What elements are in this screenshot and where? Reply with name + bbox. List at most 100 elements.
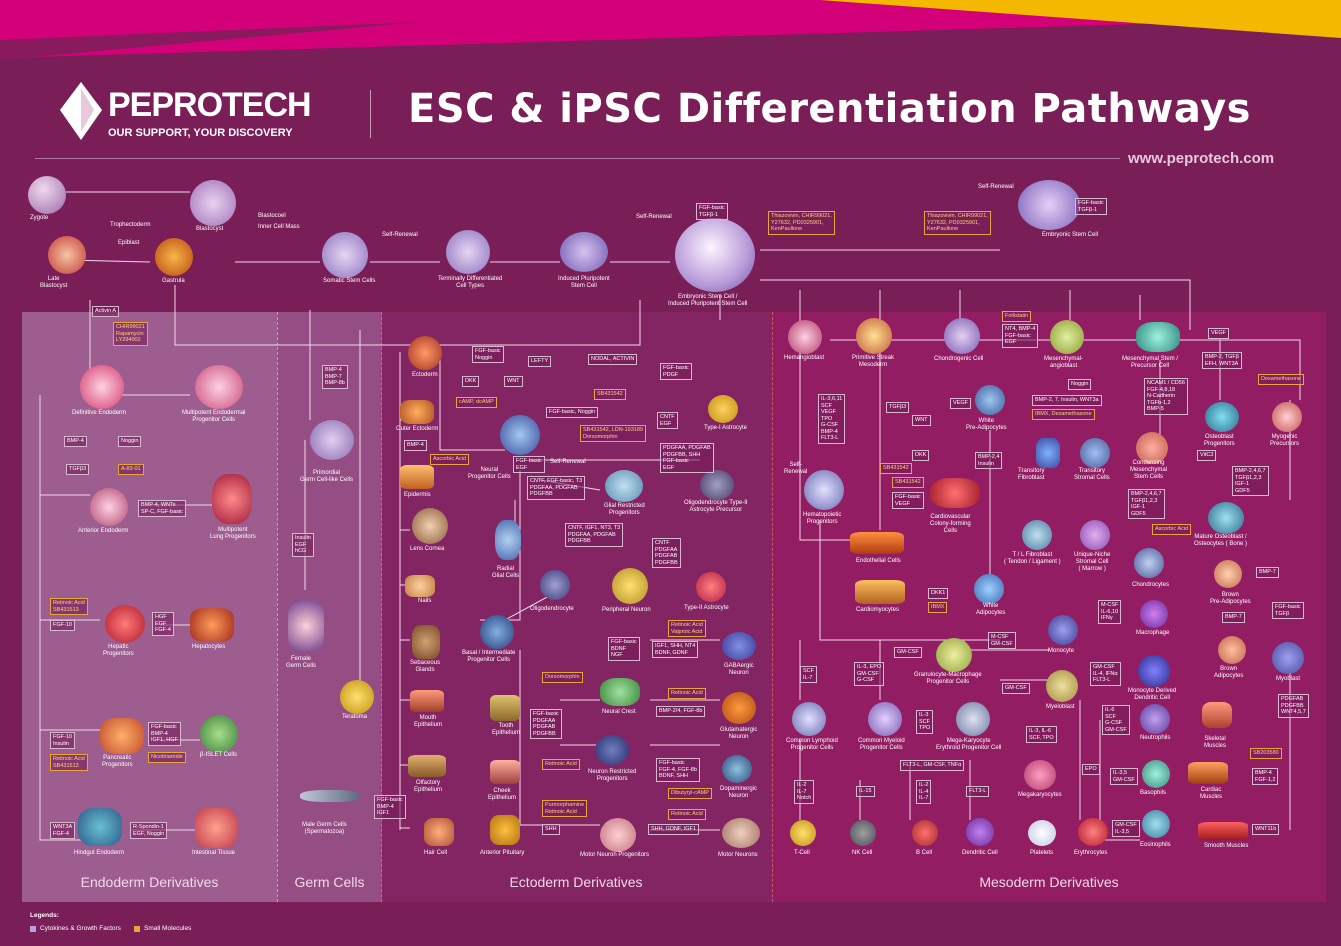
- factor-pdgf3: CNTF PDGFAA PDGFAB PDGFBB: [652, 538, 681, 568]
- label-niche: Unique-Niche Stromal Cell ( Marrow ): [1074, 552, 1111, 572]
- definitive-endoderm-cell: [80, 365, 124, 409]
- factor-glial: CNTF, FGF-basic, T3 PDGFAA, PDGFAB PDGFB…: [527, 476, 586, 500]
- label-primordial: Primordial Germ Cell-like Cells: [300, 470, 354, 483]
- hemangioblast-cell: [788, 320, 822, 354]
- somatic-stem-cells: [322, 232, 368, 278]
- dopaminergic-cell: [722, 755, 752, 783]
- neuron-restricted-cell: [595, 735, 629, 765]
- label-platelets: Platelets: [1030, 850, 1054, 856]
- dendritic-mono-cell: [1138, 655, 1170, 687]
- molecule-ra-valproic: Retinoic Acid Valproic Acid: [668, 620, 706, 637]
- factor-fgf-basic: FGF-basic BMP-4 IGF1, HGF: [148, 722, 181, 746]
- label-somatic: Somatic Stem Cells: [323, 278, 376, 284]
- basal-progenitor-cell: [480, 615, 514, 649]
- label-myoblast: Myoblast: [1276, 676, 1301, 682]
- factor-vegf2: VEGF: [950, 398, 971, 409]
- bcell-cell: [912, 820, 938, 846]
- factor-bmp24: BMP-2/4, FGF-8b: [656, 706, 706, 717]
- label-multipotent: Multipotent Endodermal Progenitor Cells: [182, 410, 246, 423]
- outer-ectoderm-cell: [400, 400, 434, 424]
- label-radial: Radial Glial Cells: [492, 566, 520, 579]
- molecule-sb2-meso: SB431542: [892, 477, 924, 488]
- label-oligodendrocyte: Oligodendrocyte: [530, 606, 574, 612]
- factor-lefty: LEFTY: [528, 356, 552, 367]
- section-title-endoderm: Endoderm Derivatives: [80, 874, 219, 890]
- label-condensing: Condensing Mesenchymal Stem Cells: [1130, 460, 1168, 480]
- sebaceous-cell: [412, 625, 440, 659]
- mouth-cell: [410, 690, 444, 712]
- tcell-cell: [790, 820, 816, 846]
- late-blastocyst-cell: [48, 236, 86, 274]
- smooth-muscle-cell: [1198, 822, 1248, 840]
- legend-title: Legends:: [30, 912, 59, 919]
- pituitary-cell: [490, 815, 520, 845]
- label-msc: Mesenchymal Stem / Precursor Cell: [1122, 356, 1179, 369]
- header-banner: [0, 0, 1341, 60]
- label-dopa: Dopaminergic Neuron: [720, 786, 758, 799]
- label-epiblast: Epiblast: [118, 240, 140, 246]
- type2-astrocyte-cell: [696, 572, 726, 602]
- oligodendrocyte-cell: [540, 570, 570, 600]
- factor-fgf-tgfb: FGF-basic TGFβ: [1272, 602, 1304, 619]
- website-link[interactable]: www.peprotech.com: [1128, 150, 1275, 167]
- eosinophil-cell: [1142, 810, 1170, 838]
- factor-flt3: FLT3-L, GM-CSF, TNFα: [900, 760, 965, 771]
- factor-wnt: WNT3A FGF-4: [50, 822, 76, 839]
- lymphoid-cell: [792, 702, 826, 736]
- olfactory-cell: [408, 755, 446, 777]
- molecule-ascorbic: Ascorbic Acid: [430, 454, 470, 465]
- label-oligo-prec: Oligodendrocyte Type-II Astrocyte Precur…: [684, 500, 748, 513]
- label-self-meso: Self- Renewal: [784, 462, 808, 475]
- label-type1: Type-I Astrocyte: [704, 425, 748, 431]
- factor-cntf2: CNTF, IGF1, NT3, T3 PDGFAA, PDGFAB PDGFB…: [565, 523, 624, 547]
- label-tcell: T-Cell: [794, 850, 810, 856]
- trans-fib-cell: [1036, 438, 1060, 468]
- factor-nodal: NODAL, ACTIVIN: [588, 354, 638, 365]
- label-lens: Lens Cornea: [410, 546, 445, 552]
- label-glut: Glutamatergic Neuron: [720, 727, 758, 740]
- molecule-ra4: Retinoic Acid: [668, 809, 706, 820]
- anterior-endoderm-cell: [90, 488, 128, 526]
- label-lymphoid: Common Lymphoid Progenitor Cells: [786, 738, 838, 751]
- terminal-cells: [446, 230, 490, 274]
- factor-fgf-pdgf: FGF-basic PDGF: [660, 363, 692, 380]
- label-basal: Basal / Intermediate Progenitor Cells: [462, 650, 516, 663]
- msc-cell: [1136, 322, 1180, 352]
- factor-anterior: BMP-4, WNTs SP-C, FGF-basic: [138, 500, 186, 517]
- label-mature-osteo: Mature Osteoblast / Osteocytes ( Bone ): [1194, 534, 1248, 547]
- label-outer: Outer Ectoderm: [396, 426, 439, 432]
- label-brown: Brown Adipocytes: [1214, 666, 1244, 679]
- factor-bmp4: BMP-4: [64, 436, 87, 447]
- factor-il7: IL-2 IL-7 Notch: [794, 780, 815, 804]
- label-nk: NK Cell: [852, 850, 873, 856]
- label-peripheral: Peripheral Neuron: [602, 607, 651, 613]
- molecule-thiazovivin-right: Thiazovivin, CHIR99021, Y27632, PD032590…: [924, 211, 991, 235]
- label-hepatocytes: Hepatocytes: [192, 644, 226, 650]
- factor-shh: SHH: [542, 824, 560, 835]
- factor-hgf: HGF EGF FGF-4: [152, 612, 174, 636]
- label-hemato: Hematopoietic Progenitors: [803, 512, 842, 525]
- factor-bmp2: BMP-2, TGFβ EFH, WNT3A: [1202, 352, 1242, 369]
- factor-noggin: Noggin: [118, 436, 142, 447]
- molecule-nicotinamide: Nicotinamide: [148, 752, 186, 763]
- female-germ-cell: [288, 600, 324, 652]
- label-eosinophils: Eosinophils: [1140, 842, 1171, 848]
- factor-noggin-meso: Noggin: [1068, 379, 1092, 390]
- label-esc-right: Embryonic Stem Cell: [1042, 232, 1099, 238]
- molecule-ibmx2: IBMX: [928, 602, 948, 613]
- factor-fgf-noggin: FGF-basic Noggin: [472, 346, 504, 363]
- peprotech-logo-icon: [60, 82, 102, 140]
- label-white-pre: White Pre-Adipocytes: [966, 418, 1007, 431]
- label-cardiac: Cardiac Muscles: [1200, 787, 1223, 800]
- label-smooth: Smooth Muscles: [1204, 843, 1249, 849]
- factor-scf: SCF IL-7: [800, 666, 817, 683]
- label-late-blastocyst: Late Blastocyst: [40, 276, 68, 289]
- molecule-thiazovivin-center: Thiazovivin, CHIR99021, Y27632, PD032590…: [768, 211, 835, 235]
- teratoma-cell: [340, 680, 374, 714]
- molecule-sb2: SB431542, LDN-193189 Dorsomorphin: [580, 425, 646, 442]
- neural-crest-cell: [600, 678, 640, 706]
- factor-fgf-tgf-center: FGF-basic TGFβ-1: [696, 203, 728, 220]
- label-erythrocytes: Erythrocytes: [1074, 850, 1108, 856]
- molecule-chir: CHIR99021 Rapamycin LY294002: [113, 322, 148, 346]
- ectoderm-cell: [408, 336, 442, 370]
